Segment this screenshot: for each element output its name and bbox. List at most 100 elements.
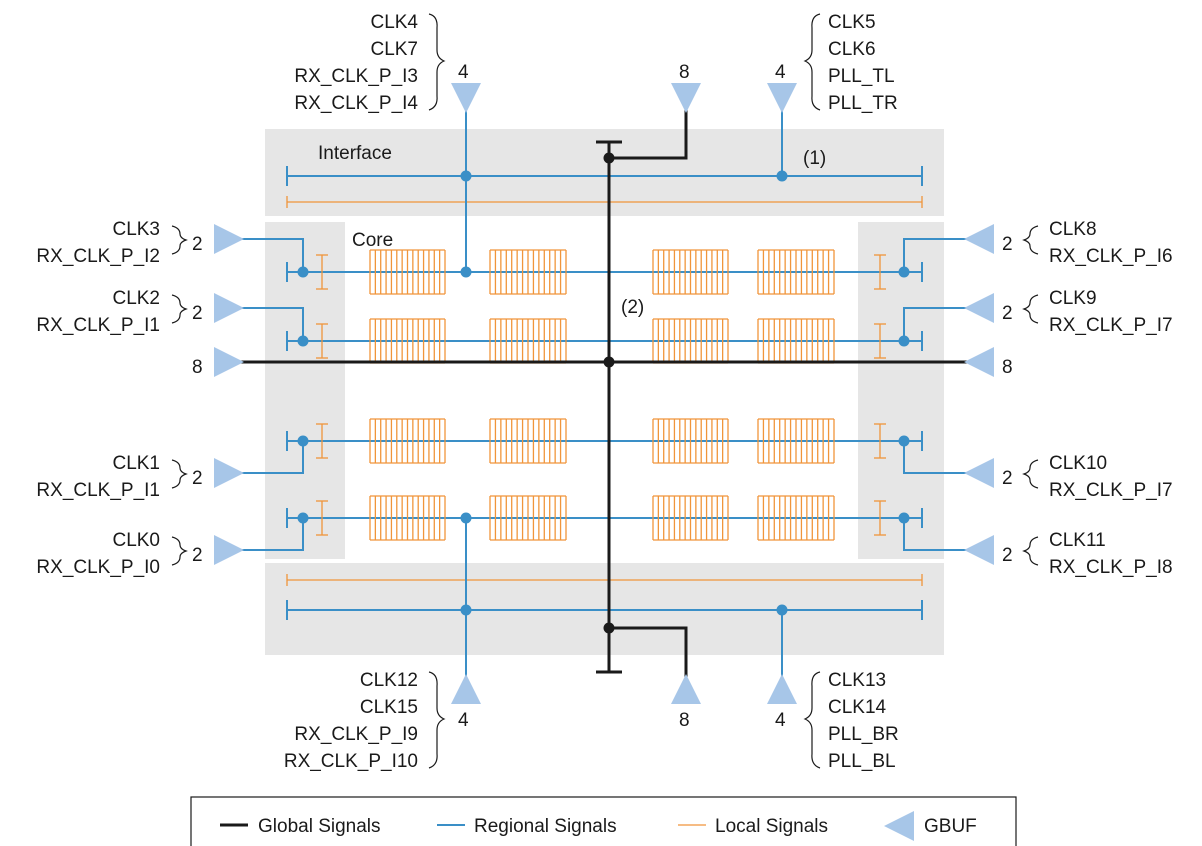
regional-junction-dots: [297, 170, 910, 616]
local-comb: [369, 418, 446, 464]
gbuf-right-1-icon: [964, 224, 994, 254]
svg-text:CLK10: CLK10: [1049, 453, 1107, 474]
gbuf-right-3-icon: [964, 458, 994, 488]
bottom-interface-local-line: [286, 574, 923, 586]
local-marker: [874, 323, 886, 359]
left-gbuf-global: 8: [192, 347, 244, 378]
gbuf-bottom-center-icon: [671, 674, 701, 704]
local-comb: [489, 318, 567, 364]
bottom-right-signal-list: CLK13 CLK14 PLL_BR PLL_BL: [828, 670, 899, 772]
local-comb: [369, 318, 446, 364]
svg-text:RX_CLK_P_I7: RX_CLK_P_I7: [1049, 480, 1173, 501]
gbuf-top-right-count: 4: [775, 62, 786, 83]
gbuf-top-center-icon: [671, 83, 701, 113]
left-1-brace: [171, 225, 188, 255]
right-3-brace: [1022, 459, 1039, 489]
local-marker: [874, 254, 886, 290]
left-gbuf-3: 2 CLK1 RX_CLK_P_I1: [36, 453, 244, 501]
io-panel-right: [858, 222, 944, 559]
left-gbuf-4: 2 CLK0 RX_CLK_P_I0: [36, 530, 244, 578]
gbuf-left-global-icon: [214, 347, 244, 377]
svg-text:PLL_TL: PLL_TL: [828, 66, 895, 87]
global-bottom-feed: [609, 626, 688, 678]
note-2-label: (2): [621, 297, 644, 318]
bottom-left-signal-list: CLK12 CLK15 RX_CLK_P_I9 RX_CLK_P_I10: [284, 670, 418, 772]
svg-text:RX_CLK_P_I1: RX_CLK_P_I1: [36, 480, 160, 501]
right-gbuf-2: 2 CLK9 RX_CLK_P_I7: [964, 288, 1173, 336]
regional-feed-right-3: [903, 441, 968, 474]
legend-gbuf-icon: [884, 811, 914, 841]
gbuf-left-1-count: 2: [192, 234, 203, 255]
svg-text:CLK5: CLK5: [828, 12, 876, 33]
svg-text:RX_CLK_P_I1: RX_CLK_P_I1: [36, 315, 160, 336]
regional-feed-right-2: [903, 307, 968, 341]
svg-text:RX_CLK_P_I4: RX_CLK_P_I4: [294, 93, 418, 114]
interface-label: Interface: [318, 143, 392, 164]
core-regional-row-1: [286, 262, 923, 282]
svg-text:CLK0: CLK0: [112, 530, 160, 551]
gbuf-right-global-icon: [964, 347, 994, 377]
legend-gbuf-label: GBUF: [924, 816, 977, 837]
svg-text:CLK2: CLK2: [112, 288, 160, 309]
local-comb: [757, 249, 835, 295]
local-comb: [369, 249, 446, 295]
bottom-interface-regional-line: [286, 600, 923, 620]
svg-text:CLK15: CLK15: [360, 697, 418, 718]
svg-text:PLL_BL: PLL_BL: [828, 751, 896, 772]
legend-local-label: Local Signals: [715, 816, 828, 837]
legend-regional-label: Regional Signals: [474, 816, 617, 837]
svg-text:CLK1: CLK1: [112, 453, 160, 474]
left-3-brace: [171, 459, 188, 489]
gbuf-left-3-count: 2: [192, 468, 203, 489]
svg-text:RX_CLK_P_I0: RX_CLK_P_I0: [36, 557, 160, 578]
gbuf-left-1-icon: [214, 224, 244, 254]
gbuf-right-2-icon: [964, 293, 994, 323]
svg-text:CLK11: CLK11: [1049, 530, 1106, 551]
gbuf-bottom-center-count: 8: [679, 710, 690, 731]
svg-text:RX_CLK_P_I10: RX_CLK_P_I10: [284, 751, 418, 772]
local-comb: [489, 249, 567, 295]
regional-feed-right-1: [903, 238, 968, 272]
right-gbuf-global: 8: [964, 347, 1013, 378]
top-right-signal-list: CLK5 CLK6 PLL_TL PLL_TR: [828, 12, 898, 114]
svg-text:PLL_BR: PLL_BR: [828, 724, 899, 745]
gbuf-left-2-count: 2: [192, 303, 203, 324]
core-label: Core: [352, 230, 393, 251]
gbuf-bottom-left-count: 4: [458, 710, 469, 731]
local-marker: [874, 423, 886, 459]
gbuf-left-4-icon: [214, 535, 244, 565]
local-comb: [652, 249, 729, 295]
svg-text:RX_CLK_P_I2: RX_CLK_P_I2: [36, 246, 160, 267]
svg-text:CLK12: CLK12: [360, 670, 418, 691]
local-marker: [316, 323, 328, 359]
gbuf-top-center-count: 8: [679, 62, 690, 83]
regional-feed-left-4: [240, 518, 304, 551]
local-comb: [489, 495, 567, 541]
regional-feed-left-3: [240, 441, 304, 474]
svg-text:CLK7: CLK7: [370, 39, 418, 60]
regional-feed-left-1: [240, 238, 304, 272]
gbuf-right-2-count: 2: [1002, 303, 1013, 324]
local-comb: [652, 495, 729, 541]
local-comb: [757, 418, 835, 464]
local-marker: [874, 500, 886, 536]
local-comb: [757, 318, 835, 364]
local-comb: [489, 418, 567, 464]
right-gbuf-1: 2 CLK8 RX_CLK_P_I6: [964, 219, 1173, 267]
gbuf-top-left-icon: [451, 83, 481, 113]
gbuf-left-global-count: 8: [192, 357, 203, 378]
regional-feed-right-4: [903, 518, 968, 551]
svg-text:CLK6: CLK6: [828, 39, 876, 60]
left-4-brace: [171, 536, 188, 566]
gbuf-right-4-count: 2: [1002, 545, 1013, 566]
gbuf-right-1-count: 2: [1002, 234, 1013, 255]
bottom-right-brace: [803, 671, 821, 769]
local-comb: [652, 318, 729, 364]
svg-text:RX_CLK_P_I7: RX_CLK_P_I7: [1049, 315, 1173, 336]
legend-global-label: Global Signals: [258, 816, 381, 837]
local-vertical-markers: [316, 254, 886, 536]
left-gbuf-1: 2 CLK3 RX_CLK_P_I2: [36, 219, 244, 267]
core-regional-row-3: [286, 431, 923, 451]
gbuf-top-left-count: 4: [458, 62, 469, 83]
